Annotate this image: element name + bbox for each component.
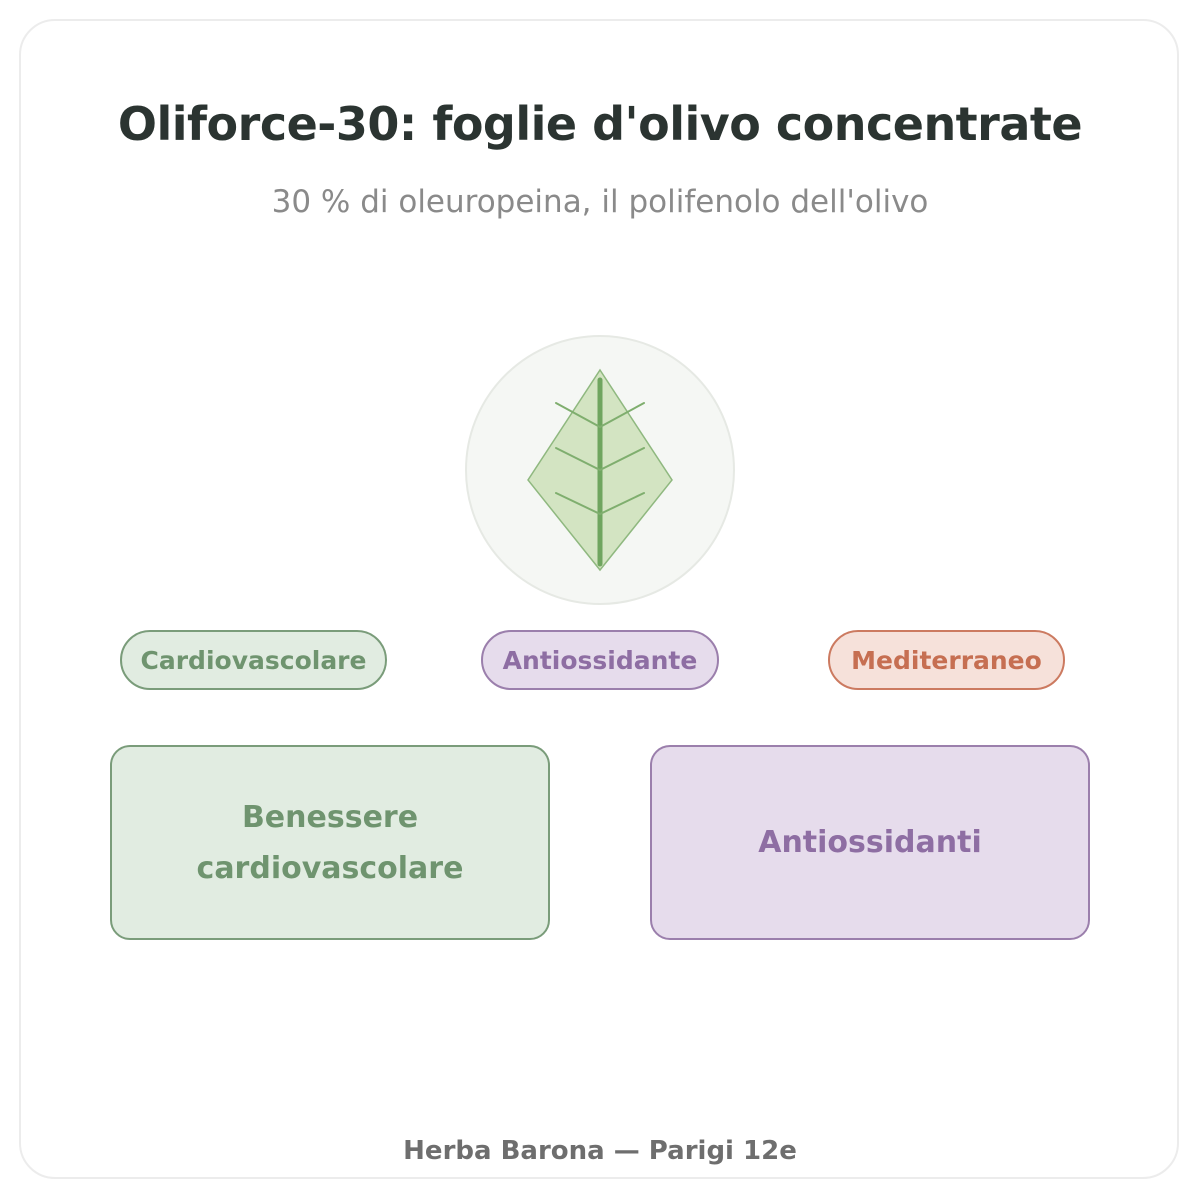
benefit-card-antiossidanti: Antiossidanti bbox=[650, 745, 1090, 940]
leaf-emblem bbox=[464, 334, 736, 606]
benefit-card-cardiovascolare: Benessere cardiovascolare bbox=[110, 745, 550, 940]
leaf-veins bbox=[555, 402, 645, 515]
page-title: Oliforce-30: foglie d'olivo concentrate bbox=[117, 97, 1083, 151]
tag-cardiovascolare: Cardiovascolare bbox=[120, 630, 387, 690]
footer-credit: Herba Barona — Parigi 12e bbox=[403, 1136, 797, 1166]
olive-leaf-icon bbox=[465, 335, 735, 605]
benefit-label: Antiossidanti bbox=[758, 825, 982, 860]
benefit-label: Benessere cardiovascolare bbox=[196, 799, 464, 886]
tag-mediterraneo: Mediterraneo bbox=[828, 630, 1065, 690]
tag-antiossidante: Antiossidante bbox=[481, 630, 719, 690]
page-subtitle: 30 % di oleuropeina, il polifenolo dell'… bbox=[271, 184, 929, 220]
